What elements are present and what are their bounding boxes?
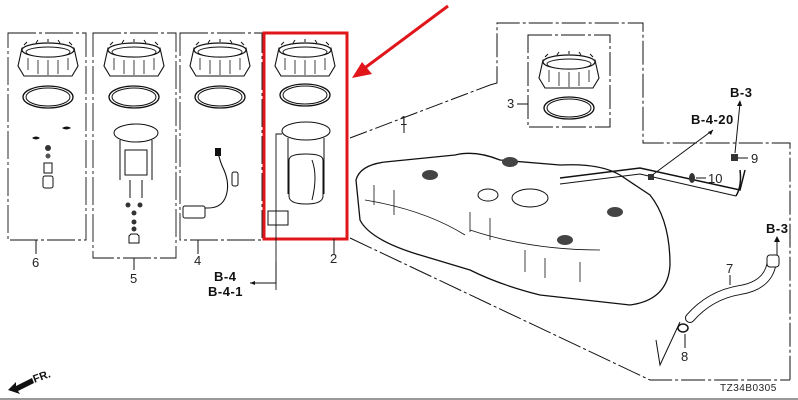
part-label-5[interactable]: 5 [130, 271, 138, 286]
ref-b4-1[interactable]: B-4-1 [208, 284, 244, 299]
part-label-9[interactable]: 9 [751, 151, 759, 166]
ref-b3-top[interactable]: B-3 [730, 85, 753, 100]
ref-b4-20[interactable]: B-4-20 [691, 112, 734, 127]
filler-hose [677, 236, 780, 348]
part-label-3[interactable]: 3 [507, 96, 515, 111]
highlight-arrow [352, 4, 449, 78]
front-direction-arrow [8, 378, 34, 394]
group-box-6 [7, 32, 87, 254]
part-label-4[interactable]: 4 [194, 253, 202, 268]
part-label-7[interactable]: 7 [726, 261, 734, 276]
group-box-5 [92, 32, 177, 270]
ref-b4[interactable]: B-4 [214, 269, 237, 284]
part-label-10[interactable]: 10 [708, 171, 723, 186]
group-box-2 [262, 31, 349, 290]
group-box-4 [179, 32, 263, 254]
part-label-8[interactable]: 8 [681, 349, 689, 364]
fuel-tank [355, 152, 746, 306]
group-box-3 [517, 34, 611, 128]
part-label-6[interactable]: 6 [32, 255, 40, 270]
part-label-1[interactable]: 1 [400, 113, 408, 128]
diagram-code: TZ34B0305 [720, 383, 777, 394]
ref-b3-right[interactable]: B-3 [766, 221, 789, 236]
part-label-2[interactable]: 2 [330, 251, 338, 266]
bottom-divider [0, 398, 798, 400]
